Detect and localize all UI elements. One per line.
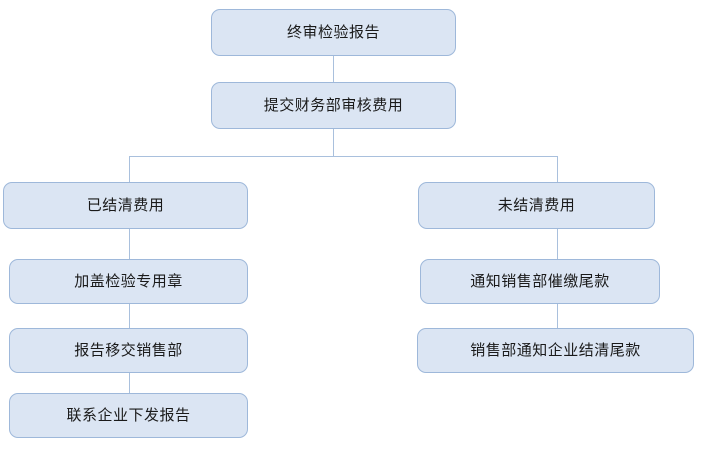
connector-n1-to-n2 (333, 56, 334, 82)
connector-n8-to-n9 (557, 304, 558, 328)
connector-branch-to-n3 (129, 156, 130, 182)
connector-n3-to-n4 (129, 229, 130, 259)
flow-node-label: 未结清费用 (497, 195, 576, 214)
connector-branch-horizontal (129, 156, 558, 157)
flow-node-sales-notify-enterprise-settle-balance[interactable]: 销售部通知企业结清尾款 (417, 328, 694, 373)
flow-node-notify-sales-collect-balance[interactable]: 通知销售部催缴尾款 (420, 259, 660, 304)
flow-node-label: 终审检验报告 (286, 22, 380, 41)
flow-node-affix-inspection-seal[interactable]: 加盖检验专用章 (9, 259, 248, 304)
connector-branch-to-n7 (557, 156, 558, 182)
flow-node-label: 加盖检验专用章 (74, 271, 183, 290)
connector-n4-to-n5 (129, 304, 130, 328)
connector-n2-to-branch (333, 129, 334, 157)
flow-node-label: 报告移交销售部 (74, 340, 183, 359)
connector-n5-to-n6 (129, 373, 130, 393)
connector-n7-to-n8 (557, 229, 558, 259)
flow-node-label: 联系企业下发报告 (66, 405, 191, 424)
flow-node-fee-unsettled[interactable]: 未结清费用 (418, 182, 655, 229)
flow-node-submit-finance-review-fee[interactable]: 提交财务部审核费用 (211, 82, 456, 129)
flow-node-label: 销售部通知企业结清尾款 (470, 340, 641, 359)
flow-node-fee-settled[interactable]: 已结清费用 (3, 182, 248, 229)
flow-node-label: 提交财务部审核费用 (263, 95, 404, 114)
flow-node-transfer-report-to-sales[interactable]: 报告移交销售部 (9, 328, 248, 373)
flow-node-contact-enterprise-issue-report[interactable]: 联系企业下发报告 (9, 393, 248, 438)
flow-node-label: 通知销售部催缴尾款 (470, 271, 610, 290)
flow-node-label: 已结清费用 (86, 195, 165, 214)
flow-node-final-inspection-report[interactable]: 终审检验报告 (211, 9, 456, 56)
